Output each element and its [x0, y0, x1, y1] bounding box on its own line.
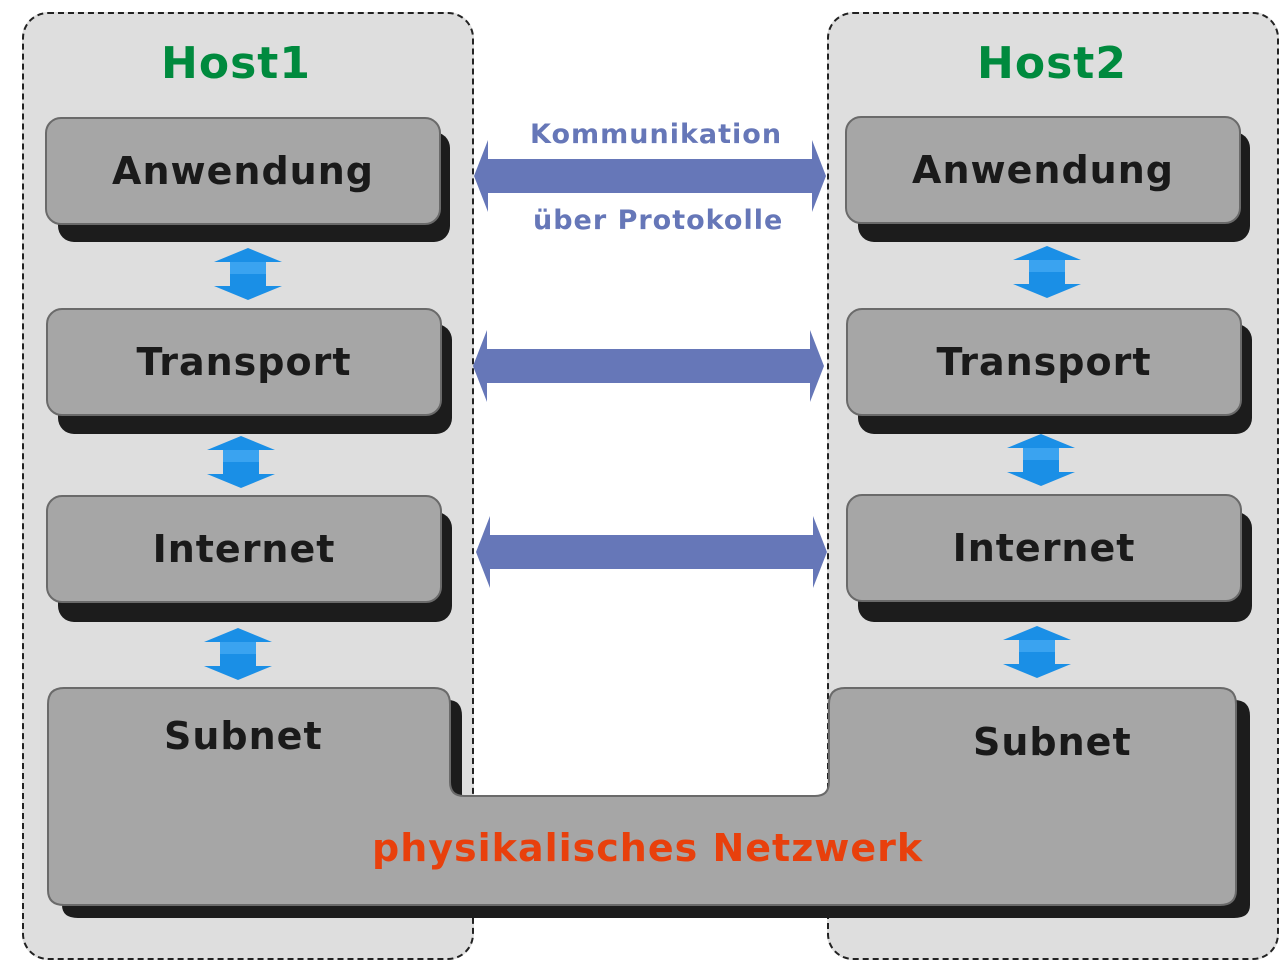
host2-layer-anwendung: Anwendung	[845, 116, 1241, 224]
protocol-arrow-anwendung	[474, 140, 826, 212]
layer-arrow-host2-1-highlight	[1029, 260, 1065, 272]
network-body	[47, 687, 1237, 906]
host2-title: Host2	[977, 38, 1127, 89]
layer-arrow-host1-3-highlight	[220, 642, 256, 654]
host2-layer-subnet: Subnet	[973, 720, 1132, 764]
host1-layer-internet: Internet	[46, 495, 442, 603]
layer-arrow-host2-3-highlight	[1019, 640, 1055, 652]
host1-layer-subnet: Subnet	[164, 714, 323, 758]
layer-label: Internet	[152, 527, 336, 571]
layer-arrow-host2-2-highlight	[1023, 448, 1059, 460]
host1-layer-transport: Transport	[46, 308, 442, 416]
layer-label: Anwendung	[112, 149, 374, 193]
layer-label: Transport	[136, 340, 352, 384]
layer-label: Transport	[936, 340, 1152, 384]
layer-arrow-host1-2-highlight	[223, 450, 259, 462]
host1-layer-anwendung: Anwendung	[45, 117, 441, 225]
network-label: physikalisches Netzwerk	[372, 826, 924, 870]
layer-arrow-host1-1-highlight	[230, 262, 266, 274]
host2-layer-transport: Transport	[846, 308, 1242, 416]
host1-title: Host1	[161, 38, 311, 89]
communication-label-line2: über Protokolle	[533, 205, 784, 236]
communication-label-line1: Kommunikation	[530, 119, 783, 150]
layer-label: Internet	[952, 526, 1136, 570]
layer-label: Anwendung	[912, 148, 1174, 192]
host2-layer-internet: Internet	[846, 494, 1242, 602]
protocol-arrow-internet	[476, 516, 827, 588]
protocol-arrow-transport	[473, 330, 824, 402]
